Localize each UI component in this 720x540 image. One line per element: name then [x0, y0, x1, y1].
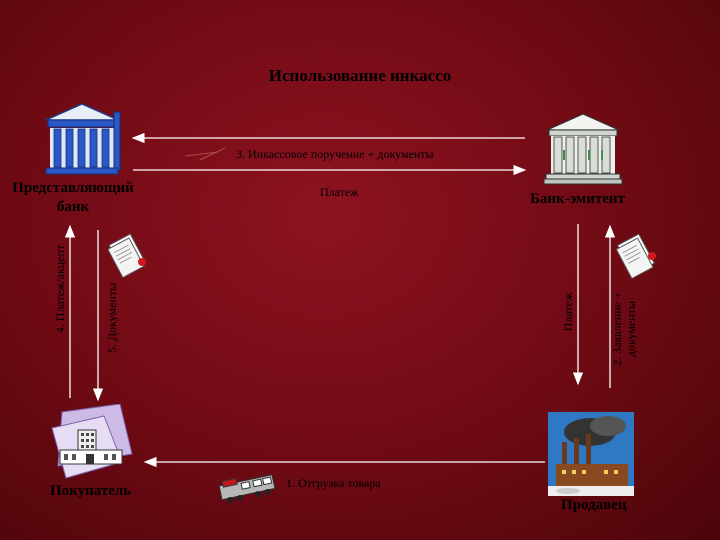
- shipment-label: 1. Отгрузка товара: [286, 476, 381, 491]
- document-seal-icon: [108, 232, 150, 278]
- train-icon: [216, 470, 280, 504]
- office-building-icon: [48, 404, 134, 482]
- factory-icon: [548, 412, 634, 496]
- slide-title: Использование инкассо: [0, 66, 720, 86]
- payment-top-label: Платеж: [320, 185, 359, 200]
- payment-right-label: Платеж: [561, 282, 575, 342]
- bank-building-icon: [42, 98, 122, 178]
- issuing-bank-label: Банк-эмитент: [530, 191, 625, 208]
- payment-acceptance-label: 4. Платеж/акцепт: [53, 234, 67, 344]
- seller-label: Продавец: [561, 497, 627, 514]
- documents-label: 5. Документы: [105, 268, 119, 368]
- collection-order-label: 3. Инкассовое поручение + документы: [236, 147, 434, 162]
- buyer-label: Покупатель: [50, 483, 131, 500]
- application-label: 2. Заявление + документы: [610, 269, 640, 389]
- presenting-bank-label: Представляющий банк: [8, 179, 138, 217]
- bank-building-icon: [543, 110, 623, 188]
- document-seal-icon: [616, 232, 660, 280]
